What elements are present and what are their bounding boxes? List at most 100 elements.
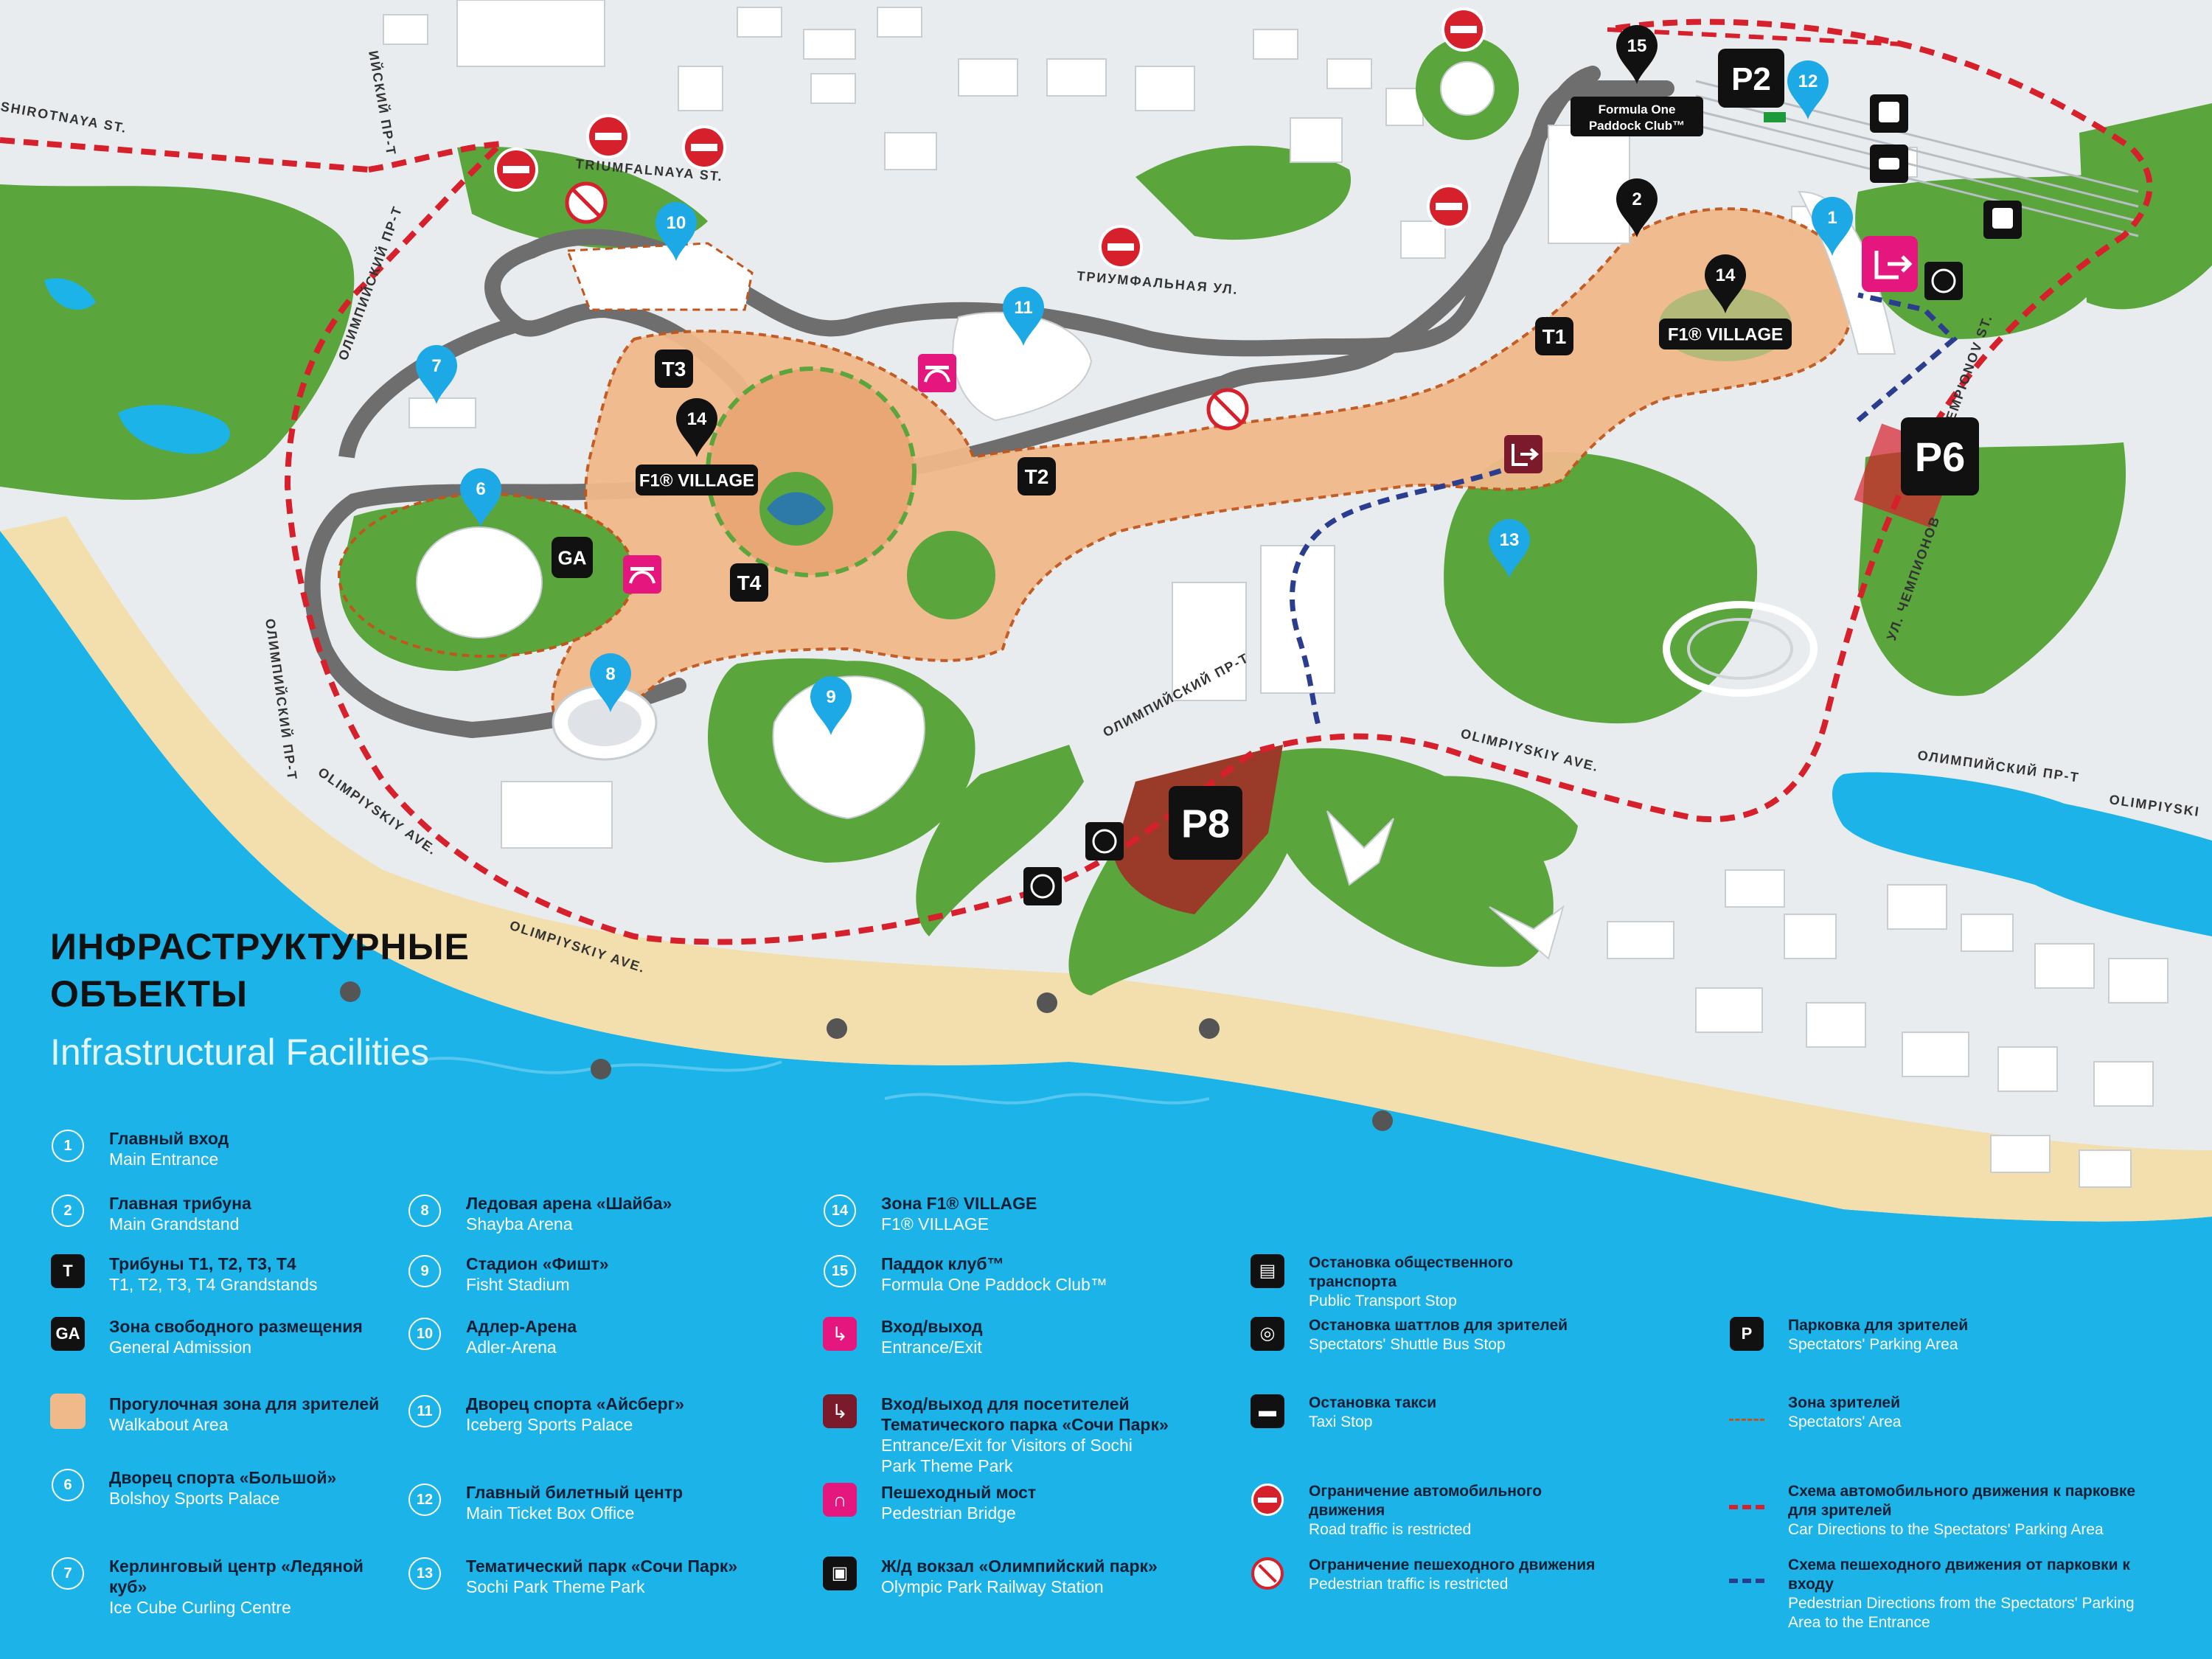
marker-main-entrance[interactable]: 1 bbox=[1812, 197, 1853, 256]
parking-p6-text: P6 bbox=[1915, 434, 1966, 480]
legend-item-ru: Зона зрителей bbox=[1788, 1394, 1900, 1411]
legend-item-ru: Схема пешеходного движения от парковки к… bbox=[1788, 1557, 2130, 1593]
t-badge-icon: T bbox=[51, 1254, 85, 1288]
marker-f1-village-east[interactable]: 14 bbox=[1705, 254, 1746, 313]
entrance-exit-icon: ↳ bbox=[823, 1317, 857, 1351]
legend-item: 11 Дворец спорта «Айсберг» Iceberg Sport… bbox=[407, 1394, 754, 1435]
number-10-icon: 10 bbox=[408, 1318, 441, 1350]
legend-item-en: Spectators' Area bbox=[1788, 1413, 1902, 1430]
legend-item-ru: Тематический парк «Сочи Парк» bbox=[466, 1557, 738, 1576]
marker-main-grandstand[interactable]: 2 bbox=[1616, 178, 1658, 237]
legend-item: 1 Главный вход Main Entrance bbox=[50, 1128, 397, 1169]
legend-icon-wrap: 14 bbox=[822, 1193, 858, 1228]
marker-shayba-label: 8 bbox=[605, 664, 615, 684]
legend-icon-wrap: 1 bbox=[50, 1128, 86, 1164]
legend-item: 15 Паддок клуб™ Formula One Paddock Club… bbox=[822, 1253, 1169, 1295]
shuttle-icon: ◎ bbox=[1251, 1317, 1284, 1351]
legend-item-ru: Дворец спорта «Айсберг» bbox=[466, 1394, 685, 1413]
railway-icon: ▣ bbox=[823, 1557, 857, 1590]
legend-item: ◎ Остановка шаттлов для зрителей Spectat… bbox=[1250, 1316, 1596, 1354]
walkabout-area bbox=[551, 207, 1855, 747]
grandstand-t2-text: T2 bbox=[1025, 465, 1049, 488]
legend-item: GA Зона свободного размещения General Ad… bbox=[50, 1316, 397, 1357]
legend-icon-wrap: GA bbox=[50, 1316, 86, 1352]
pedestrian-bridge-icon: ∩ bbox=[823, 1483, 857, 1517]
grandstand-t3-text: T3 bbox=[662, 358, 686, 380]
marker-shayba[interactable]: 8 bbox=[590, 653, 631, 712]
legend-item: Зона зрителей Spectators' Area bbox=[1729, 1394, 2142, 1432]
legend-item: 13 Тематический парк «Сочи Парк» Sochi P… bbox=[407, 1556, 754, 1597]
beach-umbrella-icon bbox=[340, 981, 1393, 1131]
marker-sochi-park[interactable]: 13 bbox=[1489, 519, 1530, 578]
taxi-stop-icon bbox=[1870, 145, 1908, 183]
legend-icon-wrap bbox=[1729, 1482, 1764, 1517]
grandstand-t4[interactable]: T4 bbox=[730, 563, 768, 602]
marker-fisht[interactable]: 9 bbox=[810, 676, 852, 735]
legend-icon-wrap bbox=[1729, 1394, 1764, 1429]
marker-fisht-label: 9 bbox=[826, 687, 835, 707]
general-admission-area[interactable]: GA bbox=[552, 537, 593, 578]
no-entry-icon bbox=[494, 7, 1486, 269]
grandstand-t3[interactable]: T3 bbox=[655, 349, 693, 388]
number-6-icon: 6 bbox=[52, 1469, 84, 1501]
legend-title-ru-line1: ИНФРАСТРУКТУРНЫЕ bbox=[50, 926, 470, 967]
legend-icon-wrap: 13 bbox=[407, 1556, 442, 1591]
legend-item: P Парковка для зрителей Spectators' Park… bbox=[1729, 1316, 2142, 1354]
marker-iceberg[interactable]: 11 bbox=[1003, 287, 1044, 346]
f1-village-label-west[interactable]: F1® VILLAGE bbox=[636, 465, 758, 495]
number-8-icon: 8 bbox=[408, 1194, 441, 1227]
legend-item-ru: Ограничение пешеходного движения bbox=[1309, 1557, 1596, 1573]
legend-item: 8 Ледовая арена «Шайба» Shayba Arena bbox=[407, 1193, 754, 1234]
marker-ice-cube[interactable]: 7 bbox=[416, 345, 457, 404]
marker-main-grandstand-label: 2 bbox=[1632, 189, 1641, 209]
grandstand-t1[interactable]: T1 bbox=[1535, 317, 1573, 355]
parking-p2[interactable]: P2 bbox=[1718, 49, 1784, 108]
paddock-club-line2: Paddock Club™ bbox=[1589, 119, 1685, 133]
legend-item-ru: Вход/выход для посетителей Тематического… bbox=[881, 1394, 1169, 1434]
marker-f1-village-west-label: 14 bbox=[687, 409, 707, 429]
f1-village-label-east[interactable]: F1® VILLAGE bbox=[1659, 319, 1792, 349]
legend-item-ru: Трибуны T1, T2, T3, T4 bbox=[109, 1254, 296, 1273]
entrance-exit-icon bbox=[1862, 236, 1918, 292]
number-7-icon: 7 bbox=[52, 1557, 84, 1590]
legend-title-ru-line2: ОБЪЕКТЫ bbox=[50, 973, 248, 1015]
legend-item-en: Main Entrance bbox=[109, 1150, 219, 1169]
legend-icon-wrap: ▬ bbox=[1250, 1394, 1285, 1429]
legend-item: ∩ Пешеходный мост Pedestrian Bridge bbox=[822, 1482, 1169, 1523]
legend-item-ru: Остановка шаттлов для зрителей bbox=[1309, 1317, 1568, 1334]
legend-icon-wrap bbox=[1250, 1482, 1285, 1517]
bus-stop-icon bbox=[1870, 94, 2022, 239]
shuttle-stop-icon bbox=[1023, 262, 1963, 905]
legend-item-ru: Парковка для зрителей bbox=[1788, 1317, 1969, 1334]
legend-icon-wrap: T bbox=[50, 1253, 86, 1289]
marker-main-entrance-label: 1 bbox=[1827, 208, 1837, 228]
marker-paddock-club[interactable]: 15 bbox=[1616, 25, 1658, 84]
parking-p8[interactable]: P8 bbox=[1169, 786, 1242, 860]
no-pedestrian-icon bbox=[1251, 1557, 1284, 1590]
legend-item: 14 Зона F1® VILLAGE F1® VILLAGE bbox=[822, 1193, 1169, 1234]
legend-item: ▣ Ж/д вокзал «Олимпийский парк» Olympic … bbox=[822, 1556, 1169, 1597]
grandstand-t2[interactable]: T2 bbox=[1018, 457, 1056, 495]
legend-item: 12 Главный билетный центр Main Ticket Bo… bbox=[407, 1482, 754, 1523]
parking-p6[interactable]: P6 bbox=[1901, 417, 1979, 495]
taxi-icon: ▬ bbox=[1251, 1394, 1284, 1428]
legend-item: ▬ Остановка такси Taxi Stop bbox=[1250, 1394, 1596, 1432]
legend-item-ru: Схема автомобильного движения к парковке… bbox=[1788, 1483, 2136, 1519]
marker-bolshoy[interactable]: 6 bbox=[460, 468, 501, 527]
legend-item: 10 Адлер-Арена Adler-Arena bbox=[407, 1316, 754, 1357]
car-route bbox=[284, 18, 2153, 945]
legend-item: Ограничение автомобильного движения Road… bbox=[1250, 1482, 1596, 1540]
legend-item-en: Pedestrian Directions from the Spectator… bbox=[1788, 1595, 2135, 1631]
f1-village-label-east-text: F1® VILLAGE bbox=[1668, 325, 1783, 345]
marker-ticket-office[interactable]: 12 bbox=[1787, 60, 1829, 119]
legend-item: 7 Керлинговый центр «Ледяной куб» Ice Cu… bbox=[50, 1556, 397, 1618]
marker-f1-village-west[interactable]: 14 bbox=[676, 398, 717, 457]
legend-item: Схема пешеходного движения от парковки к… bbox=[1729, 1556, 2142, 1632]
marker-adler-arena[interactable]: 10 bbox=[655, 201, 697, 261]
legend-icon-wrap bbox=[1729, 1556, 1764, 1591]
walk-route bbox=[1856, 292, 1958, 422]
legend-item: Схема автомобильного движения к парковке… bbox=[1729, 1482, 2142, 1540]
number-13-icon: 13 bbox=[408, 1557, 441, 1590]
legend-item-en: Sochi Park Theme Park bbox=[466, 1577, 645, 1596]
